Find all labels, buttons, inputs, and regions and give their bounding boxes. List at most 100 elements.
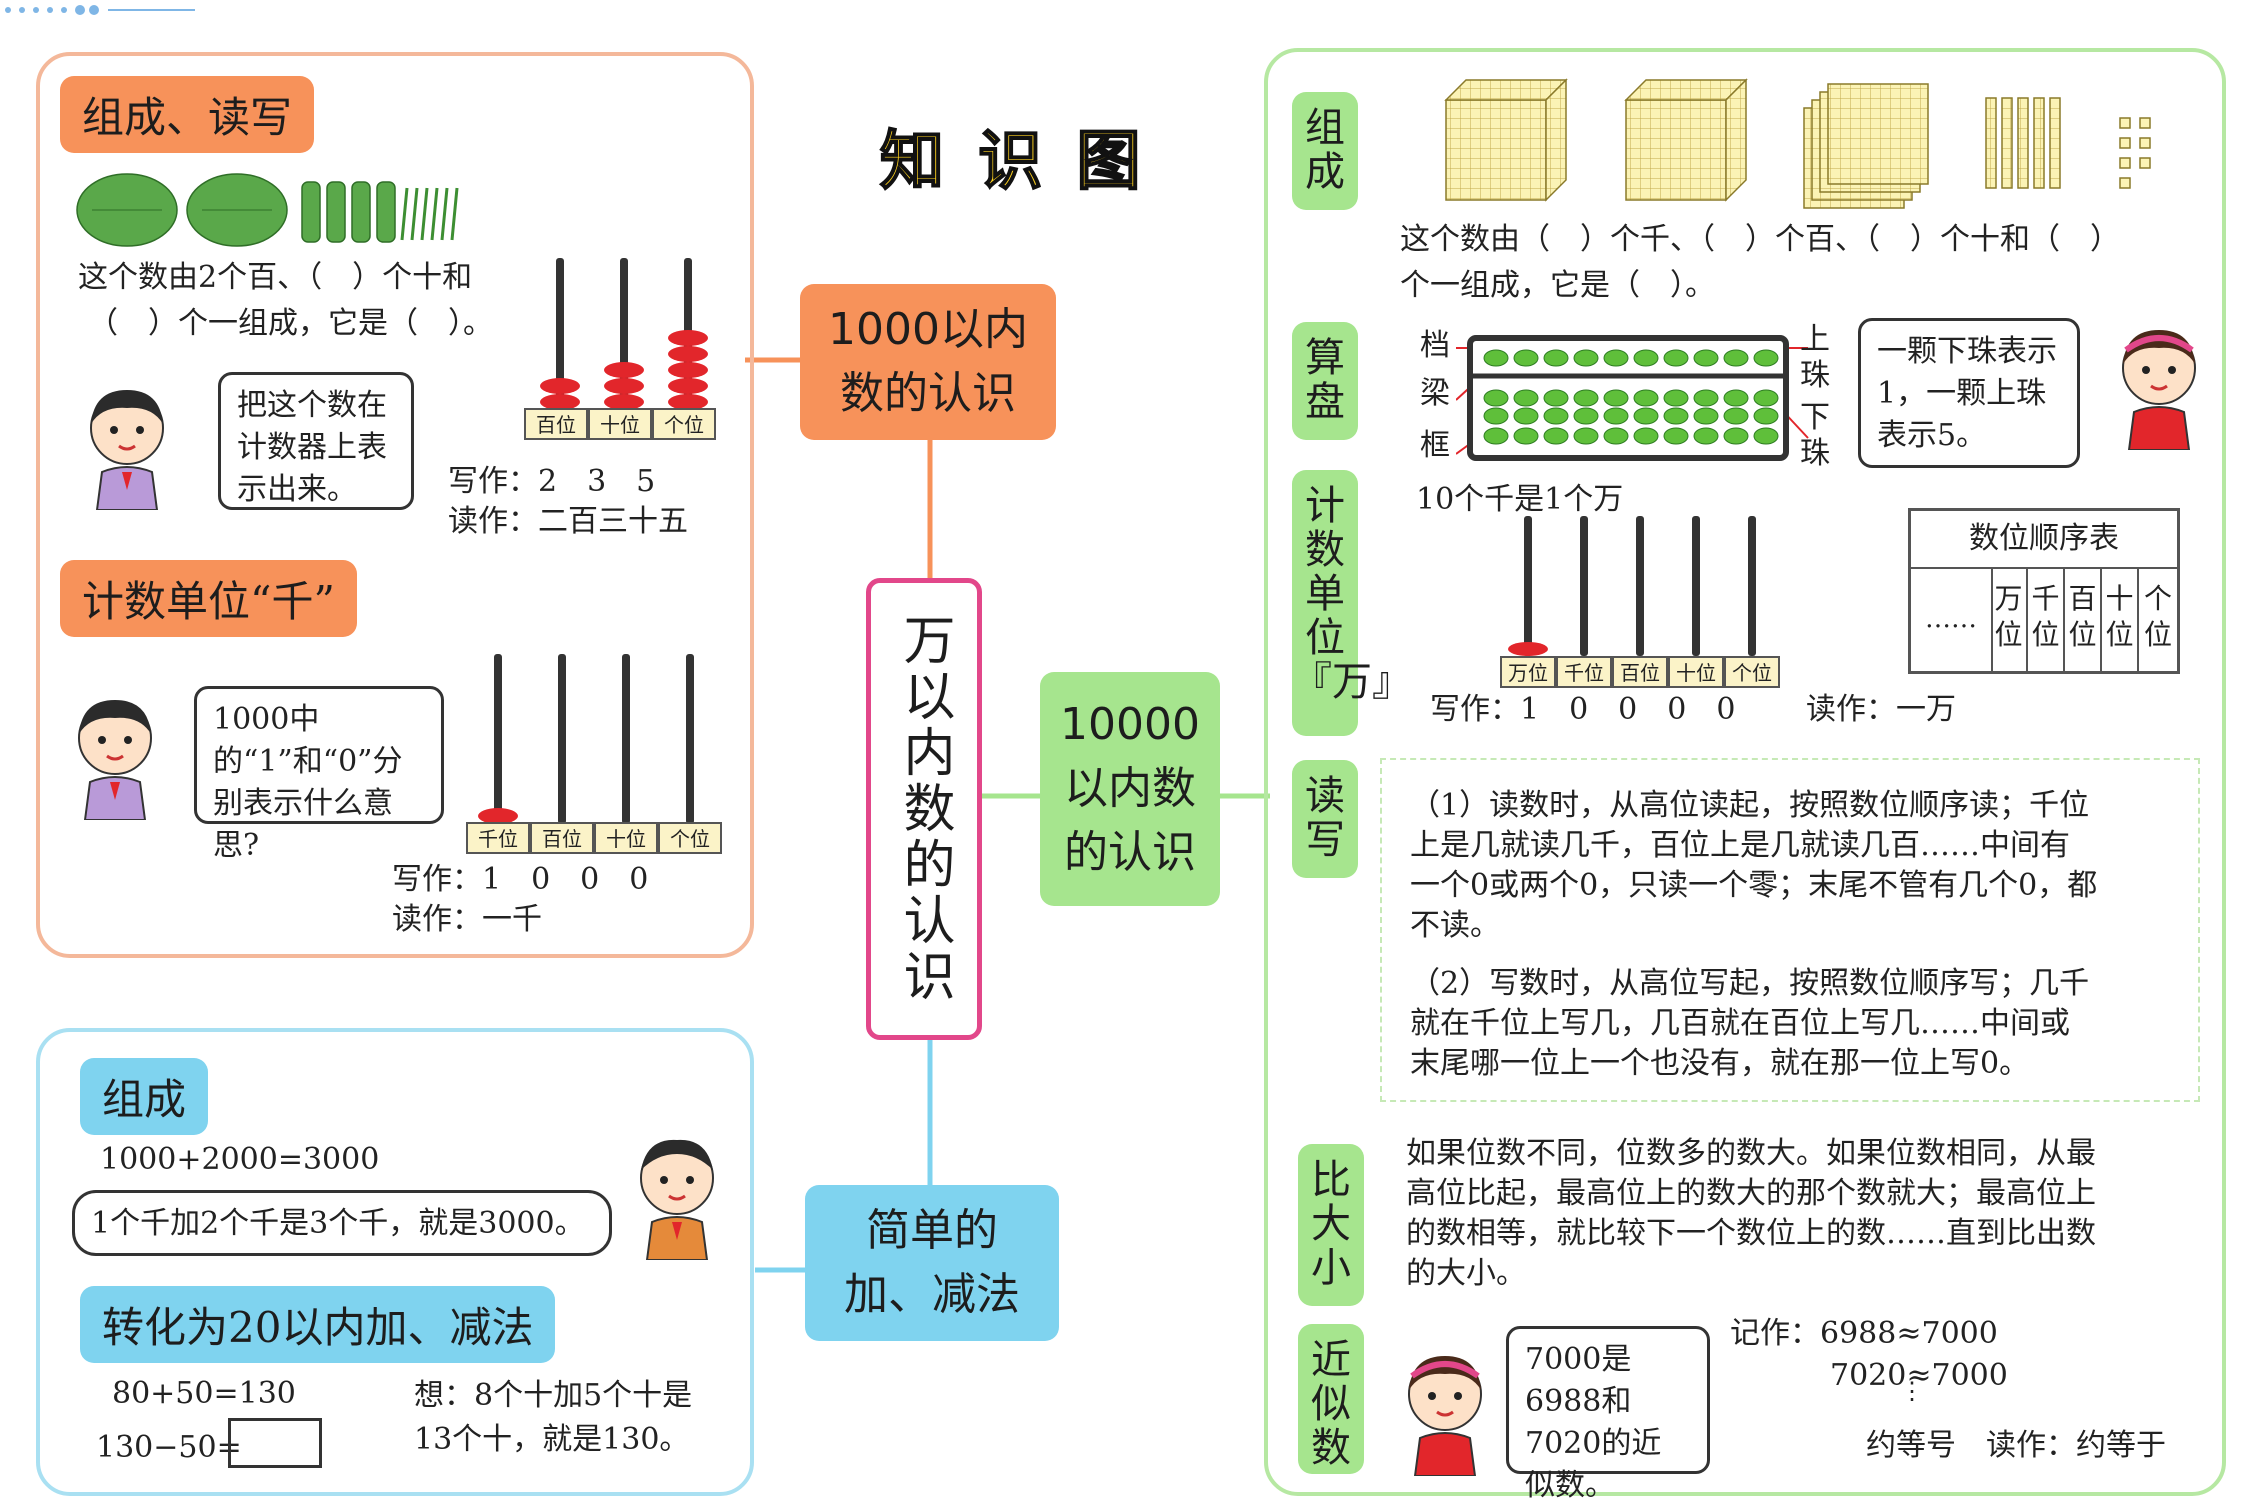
speech-bubble-approx: 7000是6988和7020的近似数。 bbox=[1506, 1326, 1710, 1503]
place-label-ones: 个位 bbox=[652, 408, 716, 440]
write-10000: 写作：1 0 0 0 0 bbox=[1430, 692, 1736, 727]
composition-question-right-line1: 这个数由（ ）个千、（ ）个百、（ ）个十和（ ） bbox=[1400, 222, 2120, 257]
node-within-10000: 10000以内数的认识 bbox=[1040, 672, 1220, 906]
page-title: 知 识 图 bbox=[879, 124, 1147, 200]
rod-thousands bbox=[494, 654, 502, 824]
read-rule-line4: 不读。 bbox=[1410, 908, 1500, 943]
place-label-tens: 十位 bbox=[1668, 656, 1724, 688]
place-label-ones: 个位 bbox=[1724, 656, 1780, 688]
place-label-thousands: 千位 bbox=[1556, 656, 1612, 688]
write-rule-line3: 末尾哪一位上一个也没有，就在那一位上写0。 bbox=[1410, 1046, 2030, 1081]
bead bbox=[604, 378, 644, 394]
place-label-tens: 十位 bbox=[588, 408, 652, 440]
bead bbox=[668, 378, 708, 394]
tag-composition-reading: 组成、读写 bbox=[60, 76, 315, 153]
equation-130-50: 130−50= bbox=[96, 1430, 242, 1465]
read-235: 读作：二百三十五 bbox=[448, 504, 688, 539]
place-label-hundreds: 百位 bbox=[1612, 656, 1668, 688]
read-rule-line1: （1）读数时，从高位读起，按照数位顺序读；千位 bbox=[1410, 788, 2090, 823]
abacus-label-lower-bead: 下珠 bbox=[1800, 400, 1830, 471]
corner-decoration bbox=[0, 0, 200, 15]
rod-hundreds bbox=[556, 258, 564, 410]
compare-rule-line4: 的大小。 bbox=[1406, 1256, 1526, 1291]
place-label-tens: 十位 bbox=[594, 822, 658, 854]
speech-bubble-abacus: 把这个数在计数器上表示出来。 bbox=[218, 372, 414, 510]
rod-tens bbox=[1692, 516, 1700, 656]
compare-rule-line3: 的数相等，就比较下一个数位上的数……直到比出数 bbox=[1406, 1216, 2096, 1251]
bead bbox=[1508, 642, 1548, 656]
bead bbox=[540, 378, 580, 394]
equation-1000-2000: 1000+2000=3000 bbox=[100, 1142, 380, 1177]
table-dots: …… bbox=[1911, 567, 1993, 671]
table-col-bai: 百位 bbox=[2065, 567, 2102, 671]
place-label-thousands: 千位 bbox=[466, 822, 530, 854]
approx-line2: 7020≈7000 bbox=[1830, 1358, 2008, 1393]
read-write-box bbox=[1380, 758, 2200, 1102]
node-add-subtract: 简单的加、减法 bbox=[805, 1185, 1059, 1341]
rod-ten-thousands bbox=[1524, 516, 1532, 656]
bead bbox=[668, 346, 708, 362]
tag-composition: 组成 bbox=[80, 1058, 209, 1135]
speech-bubble-beads: 一颗下珠表示1，一颗上珠表示5。 bbox=[1858, 318, 2080, 468]
read-rule-line3: 一个0或两个0，只读一个零；末尾不管有几个0，都 bbox=[1410, 868, 2098, 903]
composition-question-line1: 这个数由2个百、（ ）个十和 bbox=[78, 260, 473, 295]
abacus-label-beam: 梁 bbox=[1420, 376, 1450, 411]
tag-abacus: 算盘 bbox=[1292, 322, 1358, 440]
center-node: 万以内数的认识 bbox=[866, 578, 982, 1040]
tag-read-write: 读写 bbox=[1292, 760, 1358, 878]
base-ten-blocks-image bbox=[1444, 78, 2151, 209]
tag-counting-unit-wan: 计数单位『万』 bbox=[1292, 470, 1412, 736]
approx-vertical-dots: ⋮ bbox=[1900, 1377, 1924, 1405]
abacus-235: 百位 十位 个位 bbox=[520, 258, 720, 440]
girl-avatar bbox=[1408, 1356, 1482, 1476]
equation-80-50: 80+50=130 bbox=[112, 1376, 296, 1411]
rod-hundreds bbox=[558, 654, 566, 824]
bead bbox=[668, 330, 708, 346]
place-value-table: 数位顺序表 …… 万位 千位 百位 十位 个位 bbox=[1908, 508, 2180, 674]
approx-line1: 记作：6988≈7000 bbox=[1730, 1316, 1998, 1351]
place-label-ones: 个位 bbox=[658, 822, 722, 854]
table-col-shi: 十位 bbox=[2102, 567, 2139, 671]
bead bbox=[540, 394, 580, 410]
girl-avatar bbox=[2122, 330, 2196, 450]
speech-bubble-thousand: 1000中的“1”和“0”分别表示什么意思? bbox=[194, 686, 444, 863]
think-line1: 想：8个十加5个十是 bbox=[414, 1378, 693, 1413]
write-rule-line1: （2）写数时，从高位写起，按照数位顺序写；几千 bbox=[1410, 966, 2090, 1001]
abacus-10000: 万位 千位 百位 十位 个位 bbox=[1500, 516, 1790, 688]
left-bottom-panel bbox=[36, 1028, 754, 1496]
girl-avatar bbox=[78, 700, 152, 820]
composition-question-line2: （ ）个一组成，它是（ ）。 bbox=[88, 306, 493, 341]
place-label-hundreds: 百位 bbox=[524, 408, 588, 440]
bead bbox=[604, 362, 644, 378]
tag-compare: 比大小 bbox=[1298, 1144, 1364, 1306]
tag-composition-right: 组成 bbox=[1292, 92, 1358, 210]
stick-bundles-image bbox=[76, 173, 459, 247]
rod-ones bbox=[686, 654, 694, 824]
abacus-label-frame: 框 bbox=[1420, 428, 1450, 463]
right-panel bbox=[1264, 48, 2226, 1496]
tag-counting-unit-thousand: 计数单位“千” bbox=[60, 560, 357, 637]
table-title: 数位顺序表 bbox=[1911, 511, 2177, 569]
rod-hundreds bbox=[1636, 516, 1644, 656]
table-col-wan: 万位 bbox=[1991, 567, 2028, 671]
read-rule-line2: 上是几就读几千，百位上是几就读几百……中间有 bbox=[1410, 828, 2070, 863]
ten-thousands-fact: 10个千是1个万 bbox=[1416, 482, 1624, 517]
write-1000: 写作：1 0 0 0 bbox=[392, 862, 649, 897]
rod-ones bbox=[1748, 516, 1756, 656]
bead bbox=[604, 394, 644, 410]
approx-line3: 约等号 读作：约等于 bbox=[1866, 1428, 2166, 1463]
read-1000: 读作：一千 bbox=[392, 902, 542, 937]
abacus-label-upper-bead: 上珠 bbox=[1800, 322, 1830, 393]
rod-thousands bbox=[1580, 516, 1588, 656]
table-col-qian: 千位 bbox=[2028, 567, 2065, 671]
rod-tens bbox=[620, 258, 628, 410]
rod-tens bbox=[622, 654, 630, 824]
node-within-1000: 1000以内数的认识 bbox=[800, 284, 1056, 440]
write-rule-line2: 就在千位上写几，几百就在百位上写几……中间或 bbox=[1410, 1006, 2070, 1041]
read-10000: 读作：一万 bbox=[1806, 692, 1956, 727]
table-col-ge: 个位 bbox=[2143, 582, 2172, 651]
tag-approximate: 近似数 bbox=[1298, 1324, 1364, 1474]
answer-box[interactable] bbox=[228, 1418, 322, 1468]
abacus-label-rod: 档 bbox=[1420, 328, 1450, 363]
